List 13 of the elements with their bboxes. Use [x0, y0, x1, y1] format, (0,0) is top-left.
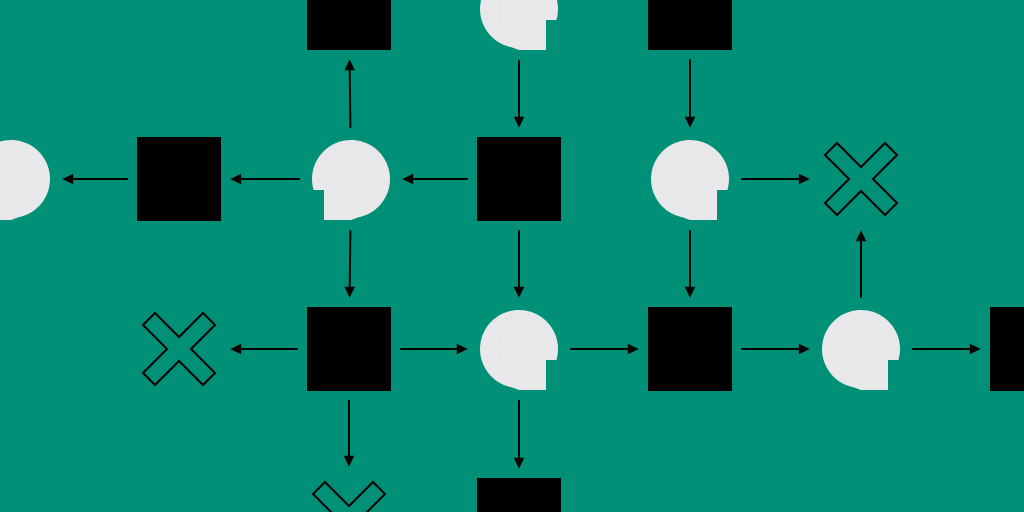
square [477, 137, 561, 221]
cross-mark [823, 141, 899, 217]
head-silhouette [312, 140, 390, 220]
square [137, 137, 221, 221]
head-silhouette [651, 140, 729, 220]
head-silhouette [480, 310, 558, 390]
head-silhouette [822, 310, 900, 390]
square [648, 307, 732, 391]
square [307, 307, 391, 391]
cross-mark [141, 311, 217, 387]
cross-mark [311, 480, 387, 512]
head-silhouette [480, 0, 558, 50]
head-silhouette [0, 140, 50, 220]
